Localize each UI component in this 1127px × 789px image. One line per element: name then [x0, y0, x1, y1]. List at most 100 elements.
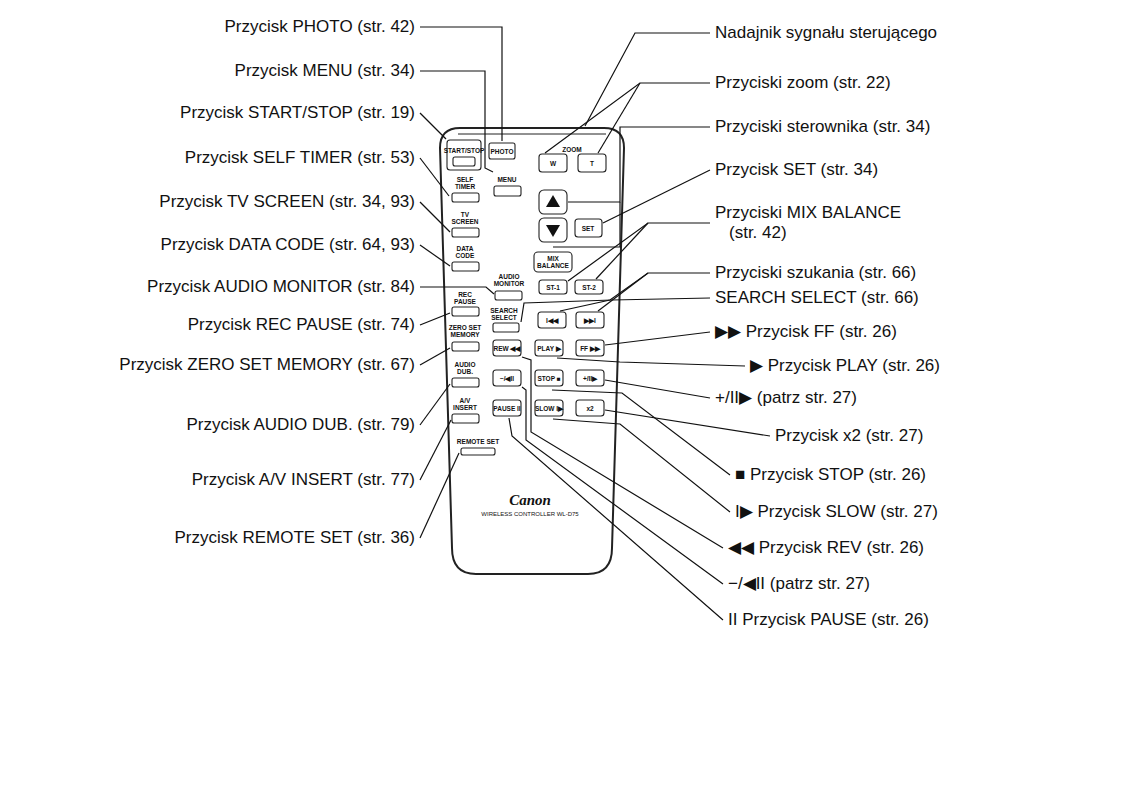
- button-text: SLOW I▶: [535, 405, 563, 412]
- leader-line: [420, 202, 450, 232]
- button-text: W: [550, 160, 556, 167]
- callout-label: Przycisk START/STOP (str. 19): [180, 103, 415, 123]
- button: [535, 340, 563, 356]
- callout-label: Przyciski sterownika (str. 34): [715, 117, 930, 137]
- leader-line: [552, 390, 730, 475]
- callout-label: Przycisk REC PAUSE (str. 74): [188, 315, 415, 335]
- leader-line: [420, 27, 502, 141]
- leader-line: [568, 223, 710, 281]
- button-text: ST-2: [582, 284, 596, 291]
- brand-logo: Canon: [509, 492, 551, 508]
- button: [493, 323, 519, 332]
- button: [452, 193, 479, 202]
- button: [453, 157, 475, 166]
- arrow-down-symbol: [546, 225, 560, 237]
- leader-line: [420, 313, 450, 325]
- button-text: REC PAUSE: [448, 291, 482, 305]
- button: [576, 370, 604, 386]
- remote-housing: [440, 128, 624, 574]
- button: [452, 307, 479, 316]
- leader-line: [557, 358, 745, 366]
- button-text: T: [590, 160, 594, 167]
- leader-line: [522, 357, 723, 548]
- button-text: SELF TIMER: [448, 176, 482, 190]
- button: [575, 280, 603, 294]
- leader-line: [596, 223, 648, 279]
- callout-label: Nadajnik sygnału sterującego: [715, 23, 937, 43]
- callout-label: +/II▶ (patrz str. 27): [715, 388, 857, 408]
- leader-line: [545, 83, 710, 153]
- button-text: REMOTE SET: [457, 438, 499, 445]
- button-text: −/◀II: [500, 375, 514, 382]
- leader-line: [605, 332, 710, 345]
- button: [452, 414, 479, 423]
- label-frame: [534, 252, 572, 272]
- leader-line: [420, 384, 450, 425]
- callout-label: Przycisk SET (str. 34): [715, 160, 878, 180]
- button-text: PHOTO: [491, 148, 514, 155]
- button: [489, 143, 515, 159]
- callout-label: ◀◀ Przycisk REV (str. 26): [728, 538, 924, 558]
- button: [539, 190, 567, 214]
- button-text: x2: [586, 405, 593, 412]
- leader-line: [509, 418, 723, 620]
- callout-label: I▶ Przycisk SLOW (str. 27): [735, 502, 938, 522]
- button: [493, 400, 521, 416]
- leader-line: [568, 127, 710, 202]
- button: [452, 262, 479, 271]
- callout-label: Przyciski zoom (str. 22): [715, 73, 891, 93]
- callout-label: Przycisk x2 (str. 27): [775, 426, 923, 446]
- leader-line: [420, 453, 459, 538]
- leader-line: [553, 202, 620, 247]
- ir-window: [458, 134, 606, 135]
- callout-label: II Przycisk PAUSE (str. 26): [728, 610, 929, 630]
- model-text: WIRELESS CONTROLLER WL-D75: [481, 511, 578, 518]
- button-text: AUDIO MONITOR: [492, 273, 526, 287]
- button: [452, 228, 479, 237]
- button-text: SEARCH SELECT: [487, 307, 521, 321]
- leader-line: [420, 287, 494, 294]
- leader-line: [598, 273, 648, 311]
- button: [493, 340, 521, 356]
- button-frame: [447, 140, 481, 170]
- callout-label: Przyciski szukania (str. 66): [715, 263, 916, 283]
- callout-label: Przycisk A/V INSERT (str. 77): [192, 470, 415, 490]
- button: [495, 291, 522, 300]
- button: [539, 218, 567, 242]
- leader-line: [420, 245, 450, 266]
- remote-body: [440, 128, 624, 574]
- button-text: REW ◀◀: [494, 345, 521, 352]
- button: [538, 312, 566, 328]
- leader-line: [598, 83, 640, 153]
- button-text: +/II▶: [583, 375, 597, 382]
- button-text: ▶▶I: [584, 317, 596, 324]
- button-text: MENU: [497, 176, 516, 183]
- button-text: ZOOM: [562, 146, 582, 153]
- callout-label: ▶▶ Przycisk FF (str. 26): [715, 322, 897, 342]
- button-text: PLAY ▶: [537, 345, 560, 352]
- callout-label: Przycisk ZERO SET MEMORY (str. 67): [119, 355, 415, 375]
- leader-line: [553, 419, 730, 512]
- callout-label: Przyciski MIX BALANCE (str. 42): [715, 203, 934, 243]
- callout-label: Przycisk REMOTE SET (str. 36): [174, 528, 415, 548]
- callout-label: Przycisk SELF TIMER (str. 53): [185, 148, 415, 168]
- callout-label: Przycisk AUDIO DUB. (str. 79): [186, 415, 415, 435]
- leader-line: [420, 71, 493, 172]
- callout-label: Przycisk AUDIO MONITOR (str. 84): [147, 277, 415, 297]
- button: [493, 370, 521, 386]
- button-text: AUDIO DUB.: [448, 361, 482, 375]
- button: [452, 378, 479, 387]
- callout-label: ■ Przycisk STOP (str. 26): [735, 465, 926, 485]
- callout-label: SEARCH SELECT (str. 66): [715, 288, 919, 308]
- leader-line: [585, 33, 710, 126]
- button-text: ST-1: [546, 284, 560, 291]
- button: [575, 219, 602, 237]
- arrow-up-symbol: [546, 195, 560, 207]
- button: [494, 186, 521, 196]
- button-text: MIX BALANCE: [536, 255, 570, 269]
- leader-line: [420, 348, 450, 365]
- button-text: START/STOP: [444, 147, 485, 154]
